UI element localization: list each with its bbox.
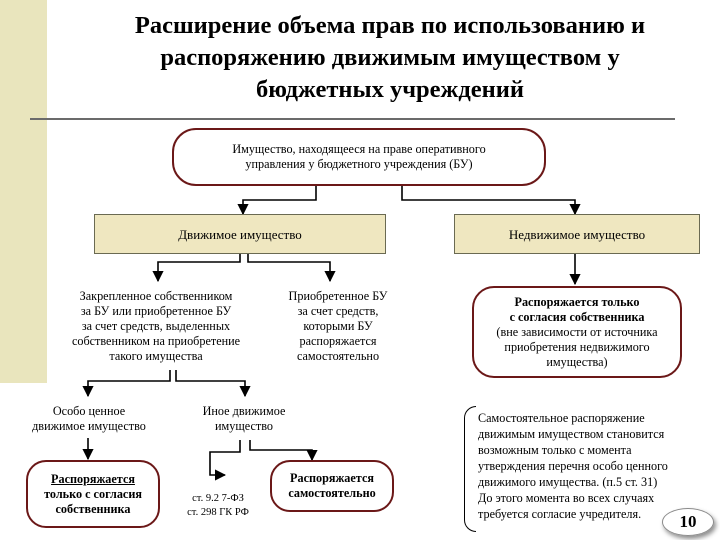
immovable-rule-line-3: (вне зависимости от источника (496, 324, 658, 339)
immovable-property-box: Недвижимое имущество (454, 214, 700, 254)
immovable-rule-box: Распоряжается только с согласия собствен… (472, 286, 682, 378)
other-movable-box: Иное движимое имущество (174, 400, 314, 438)
title-line-2: распоряжению движимым имуществом у (160, 44, 620, 71)
note-line-7: требуется согласие учредителя. (478, 507, 642, 521)
title-divider (30, 118, 675, 120)
acquired-line-3: которыми БУ (303, 318, 373, 333)
other-line-2: имущество (215, 419, 273, 433)
root-line-2: управления у бюджетного учреждения (БУ) (245, 157, 473, 171)
immovable-rule-line-4: приобретения недвижимого (504, 339, 650, 354)
arrow-other-to-independent (209, 440, 241, 481)
assigned-line-5: такого имущества (109, 348, 203, 363)
note-line-5: движимого имущества. (п.5 ст. 31) (478, 475, 658, 489)
arrow-assigned-to-other (175, 370, 251, 398)
note-line-3: возможным только с момента (478, 443, 632, 457)
independent-line-1: Распоряжается (290, 471, 374, 485)
assigned-line-1: Закрепленное собственником (79, 288, 233, 303)
immovable-rule-line-1: Распоряжается только (514, 294, 640, 309)
movable-property-box: Движимое имущество (94, 214, 386, 254)
consent-line-2: только с согласия (44, 486, 142, 501)
page-number: 10 (679, 512, 697, 531)
assigned-property-box: Закрепленное собственником за БУ или при… (56, 284, 256, 368)
arrow-movable-to-assigned (152, 254, 241, 283)
valuable-line-1: Особо ценное (52, 404, 126, 418)
note-bracket (464, 406, 476, 532)
assigned-line-2: за БУ или приобретенное БУ (80, 303, 232, 318)
title-line-3: бюджетных учреждений (256, 76, 524, 103)
page-number-badge: 10 (662, 508, 714, 536)
consent-line-1: Распоряжается (51, 471, 135, 486)
slide-title: Расширение объема прав по использованию … (70, 10, 710, 106)
note-line-4: утверждения перечня особо ценного (478, 459, 668, 473)
arrow-assigned-to-valuable (82, 370, 171, 398)
note-line-2: движимым имуществом становится (478, 427, 665, 441)
note-line-1: Самостоятельное распоряжение (478, 411, 645, 425)
assigned-line-3: за счет средств, выделенных (81, 318, 231, 333)
acquired-line-4: распоряжается (299, 333, 377, 348)
arrow-other-to-independent-2 (249, 440, 318, 462)
root-property-box: Имущество, находящееся на праве оператив… (172, 128, 546, 186)
immovable-rule-line-2: с согласия собственника (509, 309, 645, 324)
arrow-root-to-immovable (401, 186, 581, 216)
acquired-line-1: Приобретенное БУ (288, 288, 388, 303)
arrow-movable-to-acquired (247, 254, 336, 283)
side-note: Самостоятельное распоряжение движимым им… (478, 410, 718, 522)
other-line-1: Иное движимое (202, 404, 286, 418)
title-line-1: Расширение объема прав по использованию … (134, 12, 646, 39)
immovable-label: Недвижимое имущество (508, 226, 646, 242)
law-ref-line-2: ст. 298 ГК РФ (187, 507, 249, 518)
owner-consent-box: Распоряжается только с согласия собствен… (26, 460, 160, 528)
acquired-property-box: Приобретенное БУ за счет средств, которы… (268, 284, 408, 368)
assigned-line-4: собственником на приобретение (71, 333, 241, 348)
especially-valuable-box: Особо ценное движимое имущество (16, 400, 162, 438)
left-decorative-band (0, 0, 47, 383)
arrow-root-to-movable (237, 186, 317, 216)
consent-line-3: собственника (55, 501, 131, 516)
immovable-rule-line-5: имущества) (546, 354, 608, 369)
valuable-line-2: движимое имущество (32, 419, 146, 433)
law-reference-box: ст. 9.2 7-ФЗ ст. 298 ГК РФ (172, 486, 264, 526)
independent-box: Распоряжается самостоятельно (270, 460, 394, 512)
law-ref-line-1: ст. 9.2 7-ФЗ (192, 493, 244, 504)
independent-line-2: самостоятельно (288, 486, 376, 500)
root-line-1: Имущество, находящееся на праве оператив… (232, 142, 486, 156)
acquired-line-2: за счет средств, (297, 303, 379, 318)
note-line-6: До этого момента во всех случаях (478, 491, 655, 505)
acquired-line-5: самостоятельно (296, 348, 380, 363)
movable-label: Движимое имущество (178, 226, 302, 242)
